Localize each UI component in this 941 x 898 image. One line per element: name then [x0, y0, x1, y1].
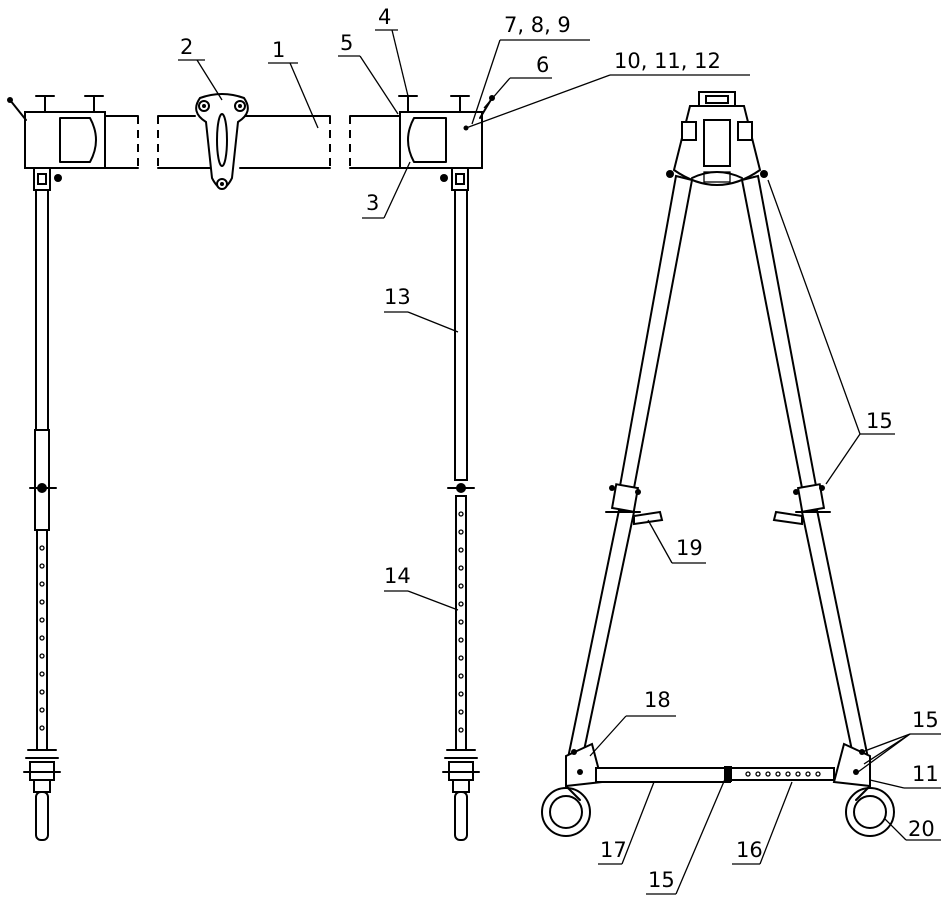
label-1: 1 — [272, 38, 285, 62]
leader-lines — [178, 29, 941, 895]
label-2: 2 — [180, 35, 193, 59]
leg-lower-right — [800, 508, 870, 762]
post-upper-mid — [454, 189, 468, 481]
label-7-8-9: 7, 8, 9 — [504, 13, 571, 37]
label-15-right: 15 — [912, 708, 939, 732]
post-upper-left — [35, 189, 49, 431]
label-19: 19 — [676, 536, 703, 560]
hook-left — [633, 510, 664, 526]
leg-upper-right — [740, 174, 818, 490]
label-14: 14 — [384, 564, 411, 588]
caster-wheel-mid — [454, 791, 468, 841]
left-side-view — [7, 95, 139, 841]
label-11: 11 — [912, 762, 939, 786]
clamp-jaw-left — [59, 117, 97, 163]
bottom-bar-17 — [595, 767, 731, 783]
label-6: 6 — [536, 53, 549, 77]
lever-left — [9, 99, 27, 121]
clamp-block-left — [24, 111, 106, 169]
hook-right — [772, 510, 803, 526]
label-4: 4 — [378, 5, 391, 29]
a-frame-view — [541, 91, 895, 837]
post-sleeve-left — [34, 429, 50, 531]
label-20: 20 — [908, 817, 935, 841]
bar-holes — [745, 771, 821, 777]
label-17: 17 — [600, 838, 627, 862]
label-13: 13 — [384, 285, 411, 309]
leg-lower-left — [566, 508, 636, 762]
clamp-plate-view — [157, 93, 331, 190]
leg-upper-left — [618, 174, 694, 490]
part-labels: 1 2 3 4 5 6 7, 8, 9 10, 11, 12 13 14 15 … — [180, 5, 939, 892]
label-5: 5 — [340, 31, 353, 55]
middle-side-view — [349, 95, 495, 841]
caster-wheel-left — [35, 791, 49, 841]
label-16: 16 — [736, 838, 763, 862]
label-15-bottom: 15 — [648, 868, 675, 892]
clamp-block-mid — [399, 111, 483, 169]
label-15-upper: 15 — [866, 409, 893, 433]
label-3: 3 — [366, 191, 379, 215]
label-18: 18 — [644, 688, 671, 712]
post-holes-left — [39, 545, 45, 731]
label-10-11-12: 10, 11, 12 — [614, 49, 721, 73]
post-holes-mid — [458, 511, 464, 733]
